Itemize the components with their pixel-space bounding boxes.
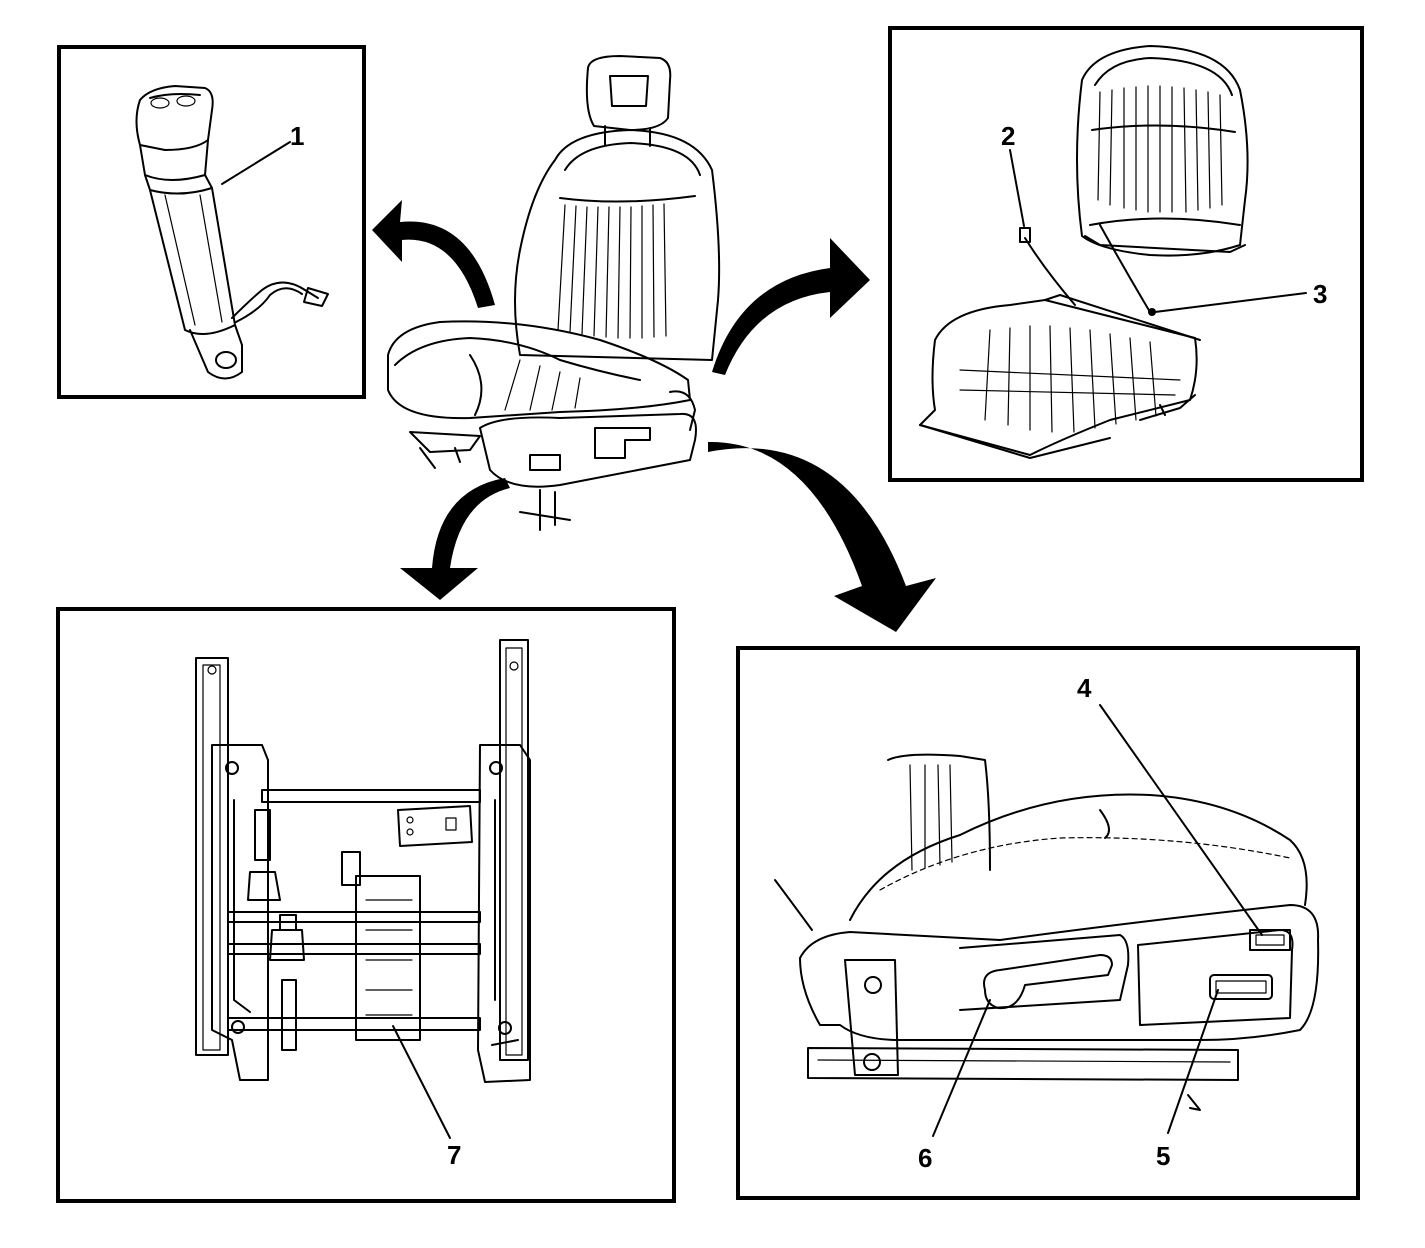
callout-4-leader	[1099, 704, 1263, 936]
panel-seat-belt-buckle: 1	[57, 45, 366, 399]
seat-belt-buckle-illustration	[135, 85, 329, 380]
callout-2-leader	[1009, 149, 1025, 227]
seat-adjuster-frame-illustration	[195, 639, 531, 1083]
callout-3: 3	[1313, 279, 1327, 309]
center-seat-illustration	[387, 55, 721, 531]
recline-handle	[983, 954, 1113, 1010]
power-seat-switch	[1209, 974, 1273, 1000]
seat-cushion-cover-illustration	[919, 294, 1201, 459]
callout-4: 4	[1077, 673, 1092, 703]
arrow-to-seat-controls	[708, 441, 936, 632]
seat-side-closeup-illustration	[774, 753, 1320, 1111]
arrow-to-seat-frame	[400, 478, 510, 600]
sensor-wire-3	[1099, 224, 1151, 313]
callout-7: 7	[447, 1140, 461, 1170]
arrow-to-seat-belt	[372, 200, 495, 308]
panel-seat-covers: 2 3	[888, 26, 1364, 482]
callout-5: 5	[1156, 1141, 1170, 1171]
callout-6: 6	[918, 1143, 932, 1173]
connector-3	[1148, 308, 1156, 316]
sensor-wire-2	[1024, 237, 1076, 306]
arrow-to-seat-covers	[712, 238, 870, 375]
callout-5-leader	[1167, 989, 1219, 1134]
callout-2: 2	[1001, 121, 1015, 151]
lumbar-switch	[1249, 929, 1291, 951]
panel-seat-controls: 4 5 6	[736, 646, 1360, 1200]
callout-6-leader	[932, 999, 991, 1137]
seat-back-cover-illustration	[1076, 45, 1249, 257]
panel-seat-frame: 7	[56, 607, 676, 1203]
callout-7-leader	[392, 1025, 451, 1139]
connector-2	[1019, 227, 1031, 243]
callout-1-leader	[221, 141, 291, 185]
callout-3-leader	[1154, 292, 1307, 313]
callout-1: 1	[290, 121, 304, 151]
